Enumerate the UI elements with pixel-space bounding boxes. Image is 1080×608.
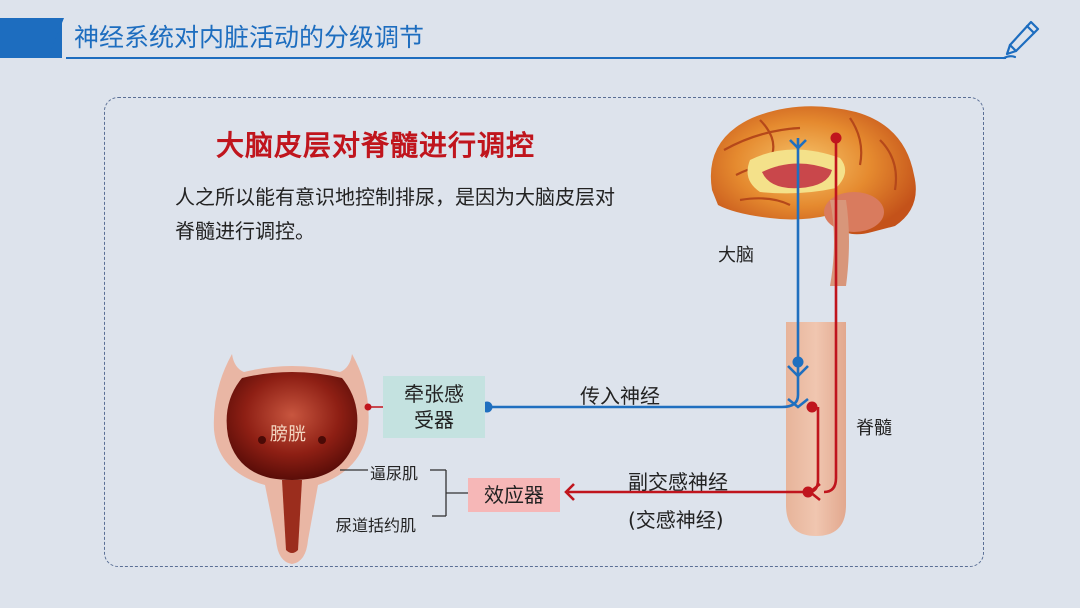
bladder-label: 膀胱 bbox=[270, 424, 306, 445]
bladder-receptor-dot bbox=[364, 403, 372, 411]
bladder-illustration bbox=[213, 354, 369, 564]
content-panel bbox=[104, 97, 984, 567]
efferent-start-dot bbox=[830, 132, 842, 144]
section-description: 人之所以能有意识地控制排尿，是因为大脑皮层对脊髓进行调控。 bbox=[175, 185, 615, 243]
efferent-sub-label: (交感神经) bbox=[628, 508, 724, 532]
section-title: 大脑皮层对脊髓进行调控 bbox=[216, 129, 536, 162]
brain-label: 大脑 bbox=[718, 245, 754, 266]
header-accent-wedge bbox=[48, 18, 64, 58]
efferent-pathway bbox=[564, 138, 838, 502]
receptor-label: 牵张感受器 bbox=[404, 382, 464, 432]
effector-label: 效应器 bbox=[484, 483, 544, 507]
muscle-bracket bbox=[336, 469, 468, 523]
spinal-cord-label: 脊髓 bbox=[856, 418, 892, 439]
afferent-nerve-label: 传入神经 bbox=[580, 384, 660, 408]
effector-box: 效应器 bbox=[468, 478, 560, 512]
page-title: 神经系统对内脏活动的分级调节 bbox=[74, 23, 425, 52]
brain-illustration bbox=[710, 106, 916, 286]
detrusor-label: 逼尿肌 bbox=[370, 464, 419, 483]
efferent-spinal-dot bbox=[806, 401, 818, 413]
afferent-spinal-dot bbox=[792, 356, 804, 368]
efferent-junction-dot bbox=[802, 486, 814, 498]
spinal-cord bbox=[786, 322, 846, 536]
pen-icon bbox=[1002, 20, 1040, 60]
stretch-receptor-box: 牵张感受器 bbox=[383, 376, 485, 438]
header-underline bbox=[66, 57, 1006, 59]
sphincter-label: 尿道括约肌 bbox=[336, 516, 417, 535]
afferent-pathway bbox=[487, 138, 809, 409]
efferent-nerve-label: 副交感神经 bbox=[628, 470, 728, 494]
